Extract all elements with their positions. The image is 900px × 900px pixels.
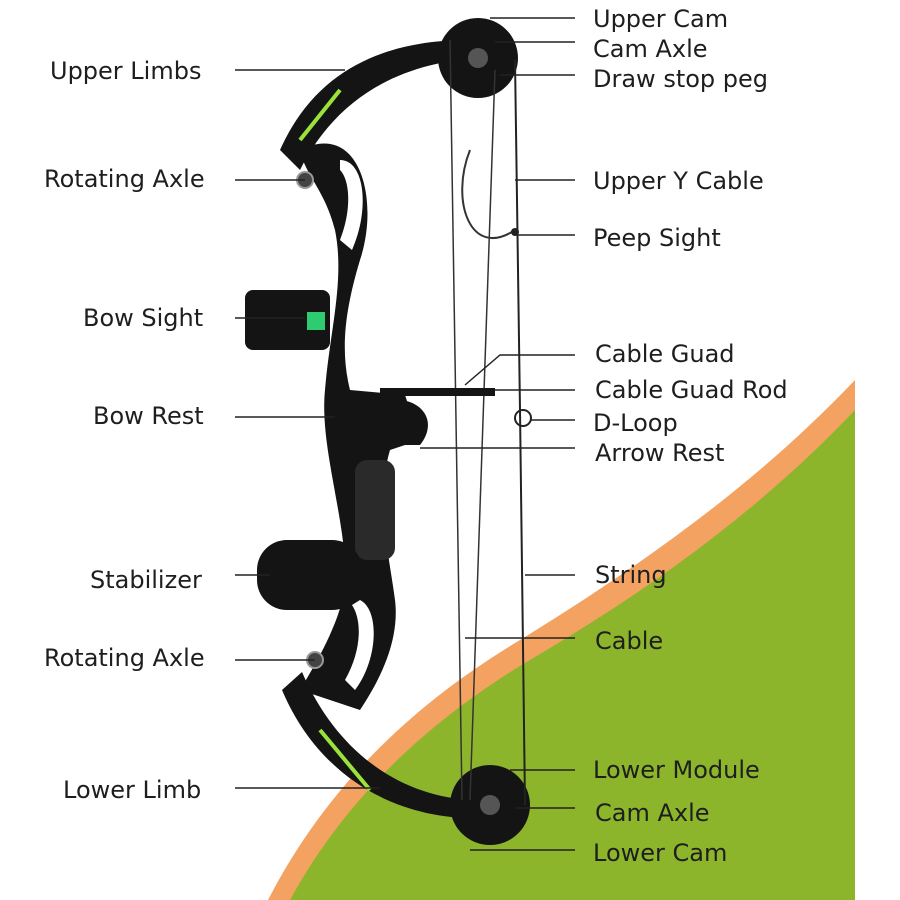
cable-guard-rod-shape <box>380 388 495 396</box>
grip-shape <box>355 460 395 560</box>
arrow-rest-shape <box>385 399 428 445</box>
stabilizer-shape <box>257 540 362 610</box>
label-bow-sight: Bow Sight <box>83 304 204 332</box>
label-peep-sight: Peep Sight <box>593 224 721 252</box>
bow-illustration <box>245 18 532 845</box>
leader-cable-guad <box>464 354 575 386</box>
label-bow-rest: Bow Rest <box>93 402 204 430</box>
peep-sight-shape <box>511 228 519 236</box>
label-draw-stop-peg: Draw stop peg <box>593 65 769 93</box>
leader-lines <box>235 17 575 851</box>
upper-y-cable-loop <box>461 149 516 239</box>
bow-sight-housing <box>245 290 330 350</box>
label-stabilizer: Stabilizer <box>90 566 202 594</box>
upper-limb-accent <box>298 88 342 142</box>
label-cable: Cable <box>595 627 664 655</box>
label-upper-y-cable: Upper Y Cable <box>593 167 764 195</box>
label-lower-cam: Lower Cam <box>593 839 728 867</box>
upper-cam-hub <box>468 48 488 68</box>
bow-cable-1 <box>449 39 463 801</box>
bow-sight-pin <box>307 312 325 330</box>
lower-limb-accent <box>318 728 372 792</box>
label-upper-limbs: Upper Limbs <box>50 57 202 85</box>
riser-cutout-upper <box>340 160 363 250</box>
riser-cutout-lower <box>345 600 374 690</box>
lower-cam-hub <box>480 795 500 815</box>
riser-shape <box>300 143 420 710</box>
label-rotating-axle-upper: Rotating Axle <box>44 165 205 193</box>
label-cam-axle-upper: Cam Axle <box>593 35 708 63</box>
label-lower-limb: Lower Limb <box>63 776 202 804</box>
bow-cable-2 <box>469 69 496 801</box>
label-rotating-axle-lower: Rotating Axle <box>44 644 205 672</box>
label-d-loop: D-Loop <box>593 409 678 437</box>
label-cam-axle-lower: Cam Axle <box>595 799 710 827</box>
d-loop-shape <box>514 409 532 427</box>
label-upper-cam: Upper Cam <box>593 5 729 33</box>
label-arrow-rest: Arrow Rest <box>595 439 725 467</box>
label-lower-module: Lower Module <box>593 756 760 784</box>
green-field <box>290 410 855 900</box>
label-string: String <box>595 561 667 589</box>
label-cable-guad: Cable Guad <box>595 340 735 368</box>
label-cable-guad-rod: Cable Guad Rod <box>595 376 788 404</box>
